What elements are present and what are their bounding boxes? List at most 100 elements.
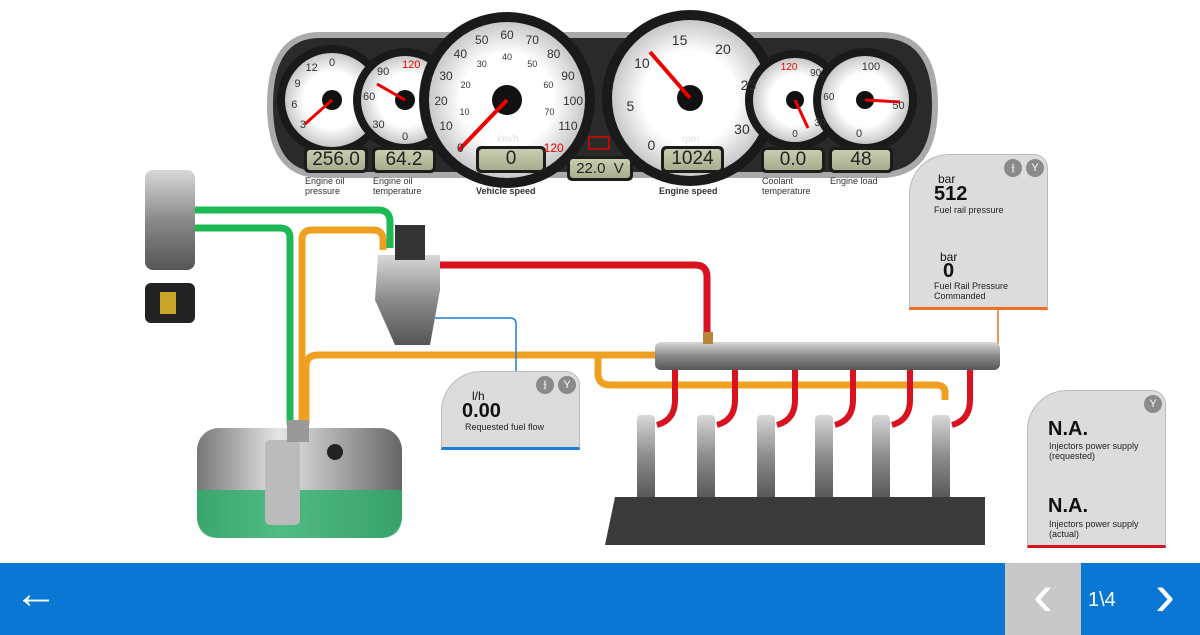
next-page-button[interactable]: ›: [1140, 563, 1190, 635]
supply-line: [195, 206, 394, 248]
gauge-tick-label: 0: [792, 129, 798, 140]
gauge-tick-label: 0: [401, 130, 409, 143]
injector-requested-value: N.A.: [1048, 418, 1088, 440]
gauge-tick-label: 70: [544, 106, 555, 117]
coolant-readout: 0.0: [761, 147, 825, 173]
injector: [815, 415, 833, 500]
back-button[interactable]: ←: [14, 569, 58, 618]
gauge-tick-label: 6: [291, 99, 298, 112]
chevron-left-icon: ‹: [1033, 561, 1053, 628]
gauge-tick-label: 60: [543, 80, 554, 91]
battery-voltage-readout: 22.0 V: [567, 156, 633, 181]
injector-requested-sub: (requested): [1049, 451, 1096, 461]
gauge-tick-label: 90: [561, 68, 575, 83]
adjust-icon[interactable]: ⫲: [1004, 159, 1022, 177]
prev-page-button[interactable]: ‹: [1005, 563, 1081, 635]
high-pressure-line: [440, 261, 711, 340]
gauge-tick-label: 120: [780, 61, 798, 73]
fuel-flow-unit: l/h: [472, 389, 485, 403]
sensor-line: [435, 317, 517, 372]
rail-commanded-value: 0: [943, 260, 955, 282]
fuel-rail-label: Fuel rail pressure: [934, 205, 1004, 215]
gauge-tick-label: 40: [453, 47, 467, 62]
gauge-tick-label: 30: [476, 59, 487, 70]
supply-line-tank: [195, 224, 294, 425]
gauge-tick-label: 100: [562, 94, 584, 108]
gauge-tick-label: 90: [376, 65, 390, 78]
gauge-tick-label: 0: [456, 140, 464, 155]
injector-actual-label: Injectors power supply: [1049, 519, 1139, 529]
gauge-tick-label: 90: [810, 68, 822, 80]
engine-load-label: Engine load: [830, 176, 878, 186]
vehicle-speed-unit: km/h: [497, 134, 519, 145]
high-pressure-pump: [375, 255, 440, 345]
oil-pressure-label: Engine oil pressure: [305, 176, 345, 196]
gauge-tick-label: 120: [543, 140, 564, 155]
connector-icon[interactable]: Y: [558, 376, 576, 394]
page-indicator: 1\4: [1088, 589, 1116, 611]
fuel-flow-value: 0.00: [462, 400, 501, 422]
injector: [697, 415, 715, 500]
gauge-tick-label: 30: [372, 118, 385, 131]
gauge-tick-label: 30: [814, 117, 826, 129]
gauge-tick-label: 50: [475, 33, 489, 48]
injector-power-panel[interactable]: Y N.A. Injectors power supply (requested…: [1027, 390, 1166, 548]
engine-speed-unit: rpm: [682, 134, 700, 145]
gauge-tick-label: 40: [501, 51, 512, 62]
injector: [757, 415, 775, 500]
engine-speed-readout: 1024: [661, 146, 724, 173]
gauge-tick-label: 100: [861, 61, 881, 74]
oil-temp-readout: 64.2: [372, 147, 436, 173]
battery-icon: [588, 136, 610, 150]
connector-icon[interactable]: Y: [1026, 159, 1044, 177]
gauge-tick-label: 30: [439, 68, 453, 83]
gauge-tick-label: 5: [626, 97, 635, 114]
gauge-tick-label: 50: [892, 100, 905, 113]
oil-pressure-readout: 256.0: [304, 147, 368, 173]
engine-speed-label: Engine speed: [659, 186, 718, 196]
fuel-rail-pressure-panel[interactable]: ⫲ Y bar 512 Fuel rail pressure bar 0 Fue…: [909, 154, 1048, 310]
injector-return: [594, 355, 949, 400]
injector-actual-sub: (actual): [1049, 529, 1080, 539]
adjust-icon[interactable]: ⫲: [536, 376, 554, 394]
gauge-tick-label: 20: [434, 94, 448, 108]
fuel-tank: [197, 420, 402, 538]
gauge-tick-label: 10: [459, 106, 470, 117]
gauge-tick-label: 9: [294, 78, 301, 91]
gauge-tick-label: 10: [439, 119, 453, 134]
gauge-tick-label: 60: [500, 28, 514, 42]
vehicle-speed-label: Vehicle speed: [476, 186, 536, 196]
gauge-tick-label: 50: [527, 59, 538, 70]
gauge-tick-label: 60: [823, 92, 835, 104]
gauge-tick-label: 15: [671, 31, 688, 48]
connector-icon[interactable]: Y: [1144, 395, 1162, 413]
gauge-tick-label: 25: [740, 77, 757, 94]
gauge-tick-label: 70: [525, 33, 539, 48]
engine-block: [605, 497, 985, 545]
vehicle-speed-readout: 0: [476, 146, 546, 173]
injector-requested-label: Injectors power supply: [1049, 441, 1139, 451]
gauge-tick-label: 60: [363, 91, 376, 104]
return-line-pump: [298, 226, 387, 425]
gauge-tick-label: 110: [558, 119, 578, 134]
fuel-flow-panel[interactable]: ⫲ Y l/h 0.00 Requested fuel flow: [441, 371, 580, 450]
vehicle-speed-gauge: [419, 12, 595, 188]
gauge-tick-label: 10: [634, 55, 650, 72]
gauge-tick-label: 0: [647, 136, 656, 153]
gauge-tick-label: 120: [402, 59, 421, 72]
gauge-tick-label: 20: [715, 40, 731, 57]
return-line-rail: [302, 351, 660, 425]
gauge-tick-label: 0: [856, 127, 863, 140]
engine-speed-gauge: [602, 10, 778, 186]
fuel-rail-unit: bar: [938, 172, 956, 186]
gauge-tick-label: 30: [734, 121, 750, 137]
oil-temp-label: Engine oil temperature: [373, 176, 422, 196]
coolant-label: Coolant temperature: [762, 176, 811, 196]
injector-actual-value: N.A.: [1048, 495, 1088, 517]
engine-load-gauge: [813, 48, 917, 152]
chevron-right-icon: ›: [1155, 561, 1175, 628]
gauge-tick-label: 0: [328, 56, 336, 69]
rail-commanded-unit: bar: [940, 250, 958, 264]
engine-load-readout: 48: [829, 147, 893, 173]
fuel-rail: [655, 342, 1000, 370]
